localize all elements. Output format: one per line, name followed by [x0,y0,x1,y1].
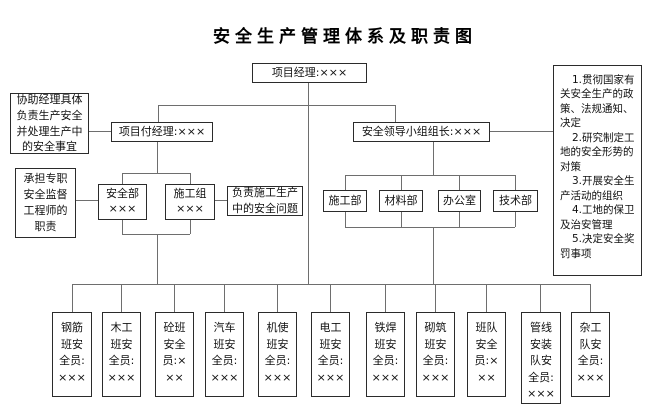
responsibility-item: 4.工地的保卫及治安管理 [560,204,635,231]
connector-line [435,284,436,312]
connector-line [122,173,190,174]
safety-dept-name: 安全部 [106,187,139,201]
connector-line [515,212,516,227]
node-masonry-team-safety-officer: 砌筑班安全员:××× [416,312,455,397]
responsibility-item: 3.开展安全生产活动的组织 [560,175,635,202]
construction-group-name: 施工组 [173,187,207,201]
node-squad-safety-officer: 班队安全员:××× [467,312,506,397]
connector-line [122,234,190,235]
connector-line [72,284,591,285]
panel-leader-responsibilities: 1.贯彻国家有关安全生产的政策、法规通知、决定 2.研究制定工地的安全形势的对策… [553,65,642,276]
connector-line [459,212,460,227]
connector-line [515,175,516,190]
node-safety-group-leader: 安全领导小组组长:××× [353,122,490,142]
node-construction-group: 施工组 ××× [165,184,215,220]
connector-line [190,173,191,184]
node-dept-technology: 技术部 [493,190,538,212]
connector-line [277,284,278,312]
note-supervisor-engineer-duty: 承担专职安全监督工程师的职责 [15,168,76,238]
node-vehicle-team-safety-officer: 汽车班安全员:××× [205,312,244,397]
node-deputy-manager: 项目付经理:××× [111,122,213,142]
node-safety-dept: 安全部 ××× [98,184,147,220]
node-rebar-team-safety-officer: 钢筋班安全员:××× [52,312,92,397]
connector-line [215,200,227,201]
connector-line [433,142,434,175]
connector-line [395,105,396,122]
connector-line [190,220,191,234]
connector-line [540,284,541,312]
connector-line [157,234,158,284]
connector-line [433,227,434,284]
connector-line [157,142,158,173]
connector-line [122,173,123,184]
connector-line [330,284,331,312]
node-concrete-team-safety-officer: 砼班安全员:××× [155,312,194,397]
page-title: 安全生产管理体系及职责图 [213,27,477,47]
node-pipeline-install-team-safety-officer: 管线安装队安全员:××× [521,312,561,404]
connector-line [345,175,346,190]
node-electrician-team-safety-officer: 电工班安全员:××× [311,312,350,397]
connector-line [174,284,175,312]
node-laborer-team-safety-officer: 杂工队安全员:××× [571,312,610,397]
note-construction-safety: 负责施工生产中的安全问题 [227,186,303,216]
node-dept-materials: 材料部 [379,190,423,212]
connector-line [224,284,225,312]
node-dept-office: 办公室 [438,190,481,212]
connector-line [490,131,553,132]
connector-line [590,284,591,312]
responsibility-item: 1.贯彻国家有关安全生产的政策、法规通知、决定 [560,74,635,130]
connector-line [158,105,159,122]
node-welding-team-safety-officer: 铁焊班安全员:××× [366,312,405,397]
connector-line [345,227,515,228]
node-dept-construction: 施工部 [323,190,367,212]
connector-line [121,284,122,312]
connector-line [76,200,98,201]
connector-line [122,220,123,234]
connector-line [89,131,111,132]
connector-line [385,284,386,312]
connector-line [401,175,402,190]
connector-line [345,212,346,227]
connector-line [345,175,515,176]
safety-dept-value: ××× [108,202,137,215]
connector-line [486,284,487,312]
node-carpentry-team-safety-officer: 木工班安全员:××× [102,312,141,397]
responsibility-item: 5.决定安全奖罚事项 [560,233,635,260]
node-machinery-team-safety-officer: 机使班安全员:××× [258,312,297,397]
connector-line [308,83,309,284]
connector-line [459,175,460,190]
connector-line [158,105,395,106]
responsibility-item: 2.研究制定工地的安全形势的对策 [560,131,635,173]
connector-line [401,212,402,227]
connector-line [72,284,73,312]
note-assist-manager-duty: 协助经理具体负责生产安全并处理生产中的安全事宜 [10,93,89,154]
node-project-manager: 项目经理:××× [252,63,367,83]
construction-group-value: ××× [176,202,204,215]
